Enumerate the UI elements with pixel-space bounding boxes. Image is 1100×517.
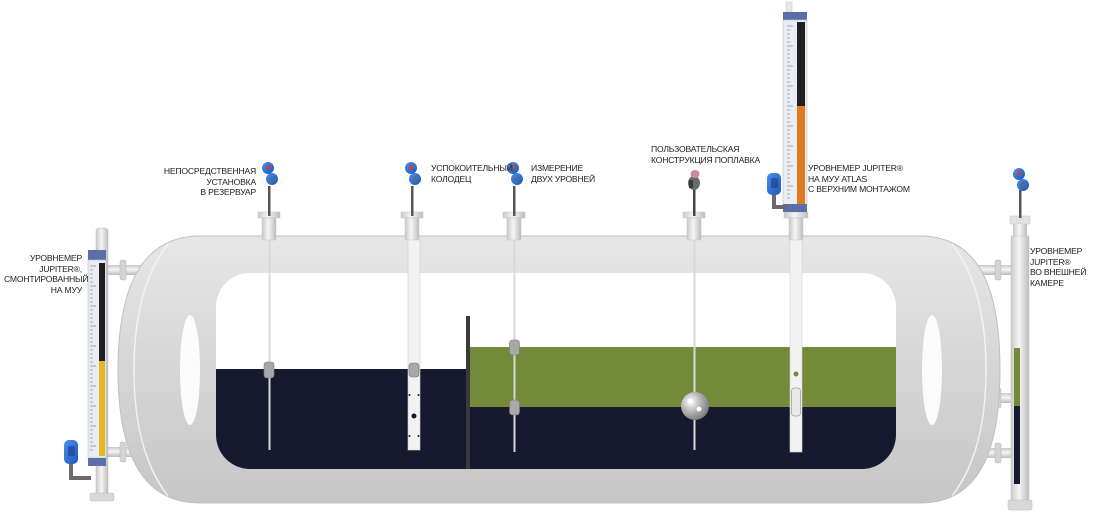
upper-float: [509, 339, 520, 356]
label-line: НА МУУ: [50, 284, 82, 295]
gauge-indicator-yellow: [99, 361, 105, 456]
stilling-well: [407, 239, 421, 451]
label-interface: ИЗМЕРЕНИЕ ДВУХ УРОВНЕЙ: [531, 163, 595, 184]
label-line: КОЛОДЕЦ: [431, 173, 472, 184]
label-line: НЕПОСРЕДСТВЕННАЯ: [163, 166, 256, 176]
gauge-indicator-dark: [797, 22, 805, 106]
left-magnetic-gauge: [64, 227, 115, 502]
top-transmitters: [262, 162, 1029, 191]
label-line: УСПОКОИТЕЛЬНЫЙ: [431, 163, 513, 173]
tank-partition: [466, 316, 470, 469]
atlas-probe-well: [789, 239, 803, 453]
interface-probe: [509, 186, 520, 452]
gauge-indicator-dark: [99, 263, 105, 361]
label-line: ДВУХ УРОВНЕЙ: [531, 173, 595, 184]
label-line: JUPITER®: [1030, 256, 1071, 267]
chamber-indicator-dark: [1014, 406, 1020, 484]
gauge-indicator-orange: [797, 106, 805, 204]
gauge-scale: [787, 25, 793, 199]
label-line: УРОВНЕМЕР JUPITER®: [808, 163, 903, 173]
label-line: КАМЕРЕ: [1030, 277, 1064, 288]
label-line: С ВЕРХНИМ МОНТАЖОМ: [808, 184, 910, 194]
custom-float-probe: [681, 170, 709, 450]
label-line: ИЗМЕРЕНИЕ: [531, 163, 584, 173]
label-direct-insertion: НЕПОСРЕДСТВЕННАЯ УСТАНОВКА В РЕЗЕРВУАР: [150, 166, 256, 198]
float: [408, 362, 420, 378]
direct-insertion-probe: [263, 186, 275, 450]
gauge-scale: [90, 265, 96, 451]
transmitter-head-icon: [405, 162, 421, 185]
label-line: В РЕЗЕРВУАР: [200, 187, 256, 197]
transmitter-head-icon: [262, 162, 278, 185]
liquid-left-compartment: [216, 369, 467, 469]
label-mlg-left: УРОВНЕМЕР JUPITER®, СМОНТИРОВАННЫЙ НА МУ…: [4, 253, 89, 295]
label-line: НА МУУ ATLAS: [808, 173, 867, 184]
tank-interior: [216, 273, 896, 469]
transmitter-head-icon: [507, 162, 523, 185]
label-line: УРОВНЕМЕР: [1030, 246, 1083, 256]
liquid-lower-layer: [470, 407, 896, 469]
chamber-indicator-green: [1014, 348, 1020, 406]
label-stilling-well: УСПОКОИТЕЛЬНЫЙ КОЛОДЕЦ: [431, 163, 513, 184]
label-custom-float: ПОЛЬЗОВАТЕЛЬСКАЯ КОНСТРУКЦИЯ ПОПЛАВКА: [651, 144, 760, 165]
float: [263, 361, 275, 379]
spherical-float: [681, 392, 709, 420]
label-line: УРОВНЕМЕР: [29, 253, 82, 263]
label-line: УСТАНОВКА: [206, 176, 256, 187]
label-external-chamber: УРОВНЕМЕР JUPITER® ВО ВНЕШНЕЙ КАМЕРЕ: [1030, 246, 1086, 288]
atlas-top-gauge: [767, 1, 808, 212]
label-line: ПОЛЬЗОВАТЕЛЬСКАЯ: [651, 144, 740, 154]
external-chamber: [1007, 190, 1033, 511]
label-line: ВО ВНЕШНЕЙ: [1030, 267, 1087, 277]
label-line: JUPITER®,: [39, 263, 82, 274]
stilling-well-probe: [407, 186, 421, 451]
lower-float: [509, 399, 520, 416]
label-atlas-top: УРОВНЕМЕР JUPITER® НА МУУ ATLAS С ВЕРХНИ…: [808, 163, 910, 195]
label-line: СМОНТИРОВАННЫЙ: [4, 274, 89, 284]
liquid-upper-layer: [470, 347, 896, 407]
transmitter-head-icon: [1013, 168, 1029, 191]
label-line: КОНСТРУКЦИЯ ПОПЛАВКА: [651, 154, 760, 165]
